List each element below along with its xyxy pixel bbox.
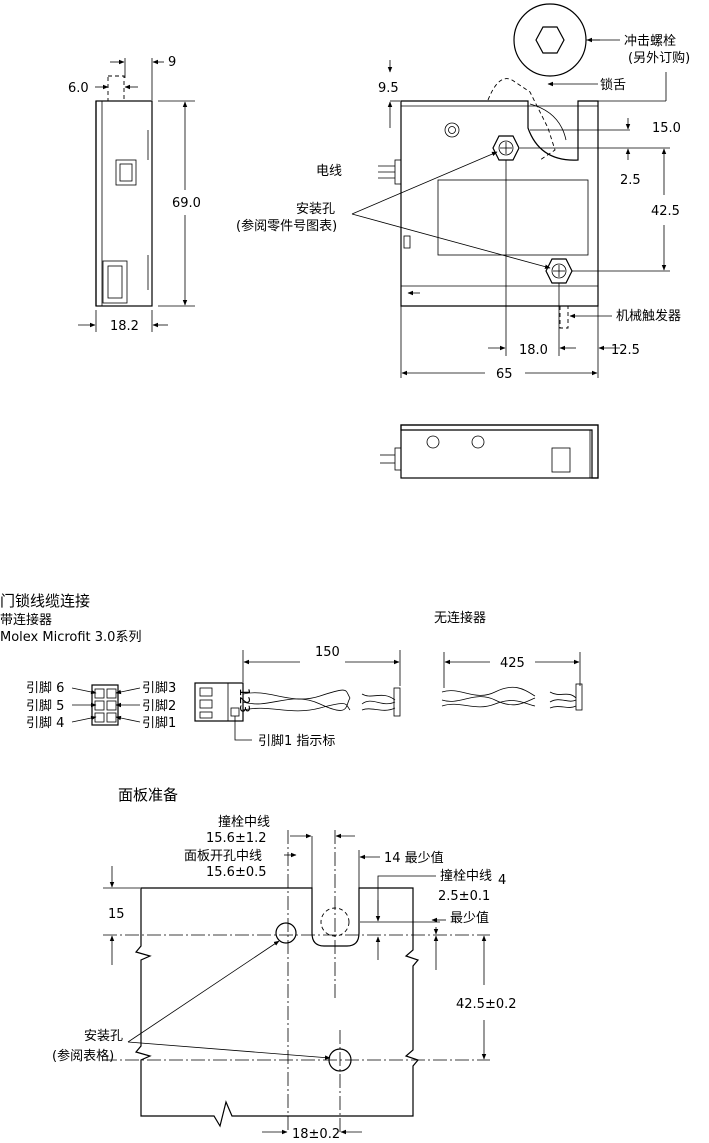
cable-connector bbox=[194, 682, 244, 722]
label-without-connector: 无连接器 bbox=[434, 610, 486, 626]
dim-15-6-1-2: 15.6±1.2 bbox=[206, 831, 267, 846]
label-latch: 锁舌 bbox=[600, 77, 626, 93]
dim-15: 15 bbox=[108, 907, 125, 922]
dim-6-0: 6.0 bbox=[68, 81, 89, 96]
label-strike-bolt-note: (另外订购) bbox=[628, 50, 690, 66]
latch-dashed bbox=[487, 78, 556, 161]
label-mount-hole: 安装孔 bbox=[296, 202, 335, 217]
strike-bolt bbox=[513, 3, 620, 77]
dim-18-2: 18.2 bbox=[110, 319, 139, 334]
label-panel-mount-hole: 安装孔 bbox=[84, 1029, 123, 1044]
label-bolt-center-2-mark: 4 bbox=[498, 873, 506, 888]
cable-section: 门锁线缆连接 带连接器 Molex Microfit 3.0系列 引脚 6 引脚… bbox=[0, 592, 583, 749]
label-trigger: 机械触发器 bbox=[616, 308, 681, 324]
front-view: 冲击螺栓 (另外订购) 锁舌 9.5 15.0 2.5 42.5 电线 安装孔 … bbox=[236, 3, 690, 382]
dim-2-5-0-1: 2.5±0.1 bbox=[438, 889, 490, 904]
dim-150: 150 bbox=[315, 645, 340, 660]
side-view: 6.0 9 69.0 18.2 bbox=[68, 55, 201, 334]
dim-42-5: 42.5 bbox=[651, 204, 680, 219]
label-14-min: 14 最少值 bbox=[384, 850, 444, 866]
label-bolt-center: 撞栓中线 bbox=[218, 815, 270, 830]
side-body-outline bbox=[95, 100, 153, 307]
label-pin-5: 引脚 5 bbox=[26, 698, 64, 714]
label-wire: 电线 bbox=[316, 164, 342, 179]
label-pin-4: 引脚 4 bbox=[26, 715, 64, 731]
front-label-area bbox=[437, 179, 589, 256]
label-panel-hole-center: 面板开孔中线 bbox=[184, 849, 262, 864]
dim-18-0-2: 18±0.2 bbox=[292, 1127, 340, 1142]
dim-12-5: 12.5 bbox=[611, 343, 640, 358]
label-pin-6: 引脚 6 bbox=[26, 680, 64, 696]
label-pin1-indicator: 引脚1 指示标 bbox=[258, 733, 335, 749]
label-pin-2: 引脚2 bbox=[142, 698, 176, 714]
mechanical-trigger bbox=[559, 305, 569, 329]
dim-18-0: 18.0 bbox=[519, 343, 548, 358]
label-panel-mount-hole-note: (参阅表格) bbox=[52, 1048, 114, 1064]
dim-9: 9 bbox=[168, 55, 176, 70]
panel-mount-hole-top bbox=[275, 922, 297, 944]
panel-title: 面板准备 bbox=[118, 786, 178, 804]
dim-9-5: 9.5 bbox=[378, 81, 399, 96]
connector-pin-digits: 123 bbox=[236, 688, 251, 713]
panel-outline bbox=[134, 887, 420, 1128]
side-connector bbox=[102, 260, 128, 304]
dim-65: 65 bbox=[496, 367, 513, 382]
bottom-body-outline bbox=[400, 424, 599, 479]
side-button bbox=[115, 159, 137, 186]
dim-15-6-0-5: 15.6±0.5 bbox=[206, 865, 267, 880]
label-min: 最少值 bbox=[450, 910, 489, 926]
dim-69: 69.0 bbox=[172, 196, 201, 211]
panel-section: 面板准备 撞栓中线 15.6±1.2 面板开孔中线 15.6±0.5 14 最少… bbox=[52, 786, 517, 1142]
side-latch bbox=[107, 75, 125, 102]
dim-42-5-0-2: 42.5±0.2 bbox=[456, 997, 517, 1012]
label-pin-3: 引脚3 bbox=[142, 680, 176, 696]
dim-15-0: 15.0 bbox=[652, 121, 681, 136]
dim-2-5: 2.5 bbox=[620, 173, 641, 188]
cable-title: 门锁线缆连接 bbox=[0, 592, 90, 610]
mount-bolt-bottom bbox=[545, 258, 573, 284]
mount-bolt-top bbox=[492, 135, 520, 161]
label-pin-1: 引脚1 bbox=[142, 715, 176, 731]
label-with-connector: 带连接器 bbox=[0, 612, 52, 628]
label-bolt-center-2: 撞栓中线 bbox=[440, 869, 492, 884]
label-connector-model: Molex Microfit 3.0系列 bbox=[0, 630, 141, 645]
dim-425: 425 bbox=[500, 656, 525, 671]
bottom-view bbox=[380, 424, 599, 479]
front-small-hole bbox=[444, 122, 460, 138]
label-mount-hole-note: (参阅零件号图表) bbox=[236, 218, 337, 234]
label-strike-bolt: 冲击螺栓 bbox=[624, 34, 676, 49]
